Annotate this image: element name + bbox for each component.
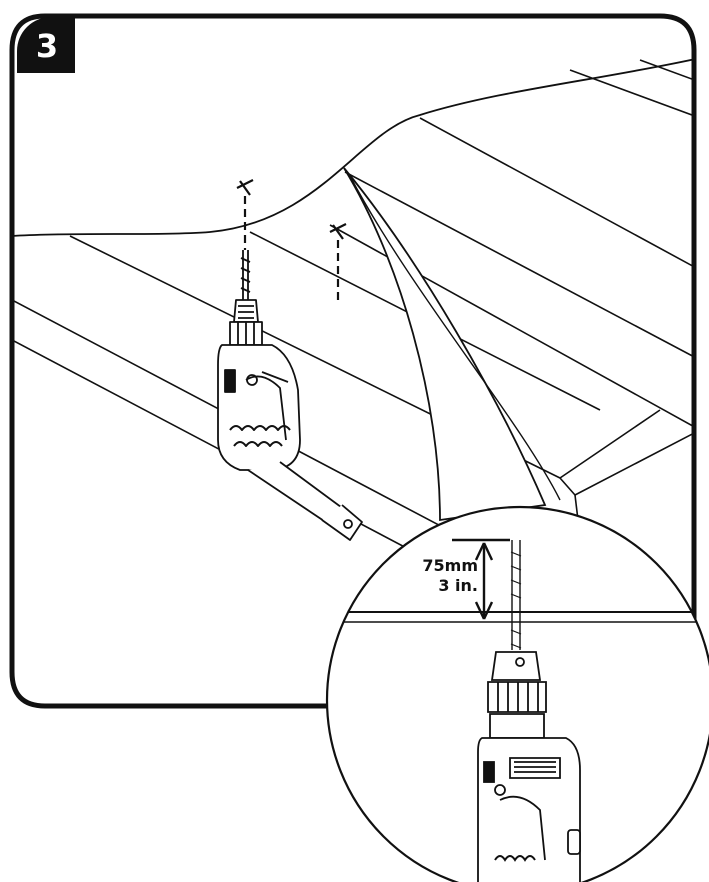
step-number: 3	[35, 27, 59, 65]
zoom-detail-content	[327, 538, 709, 882]
dimension-arrow-icon	[452, 538, 510, 620]
drill-icon	[217, 250, 363, 541]
drill-icon	[477, 651, 581, 882]
dimension-imperial: 3 in.	[438, 576, 478, 595]
dimension-metric: 75mm	[422, 556, 478, 575]
step-number-badge: 3	[17, 17, 75, 73]
cutaway-edge	[12, 57, 694, 237]
drill-position-mark-icon	[236, 179, 347, 300]
dimension-label: 75mm 3 in.	[404, 556, 478, 596]
